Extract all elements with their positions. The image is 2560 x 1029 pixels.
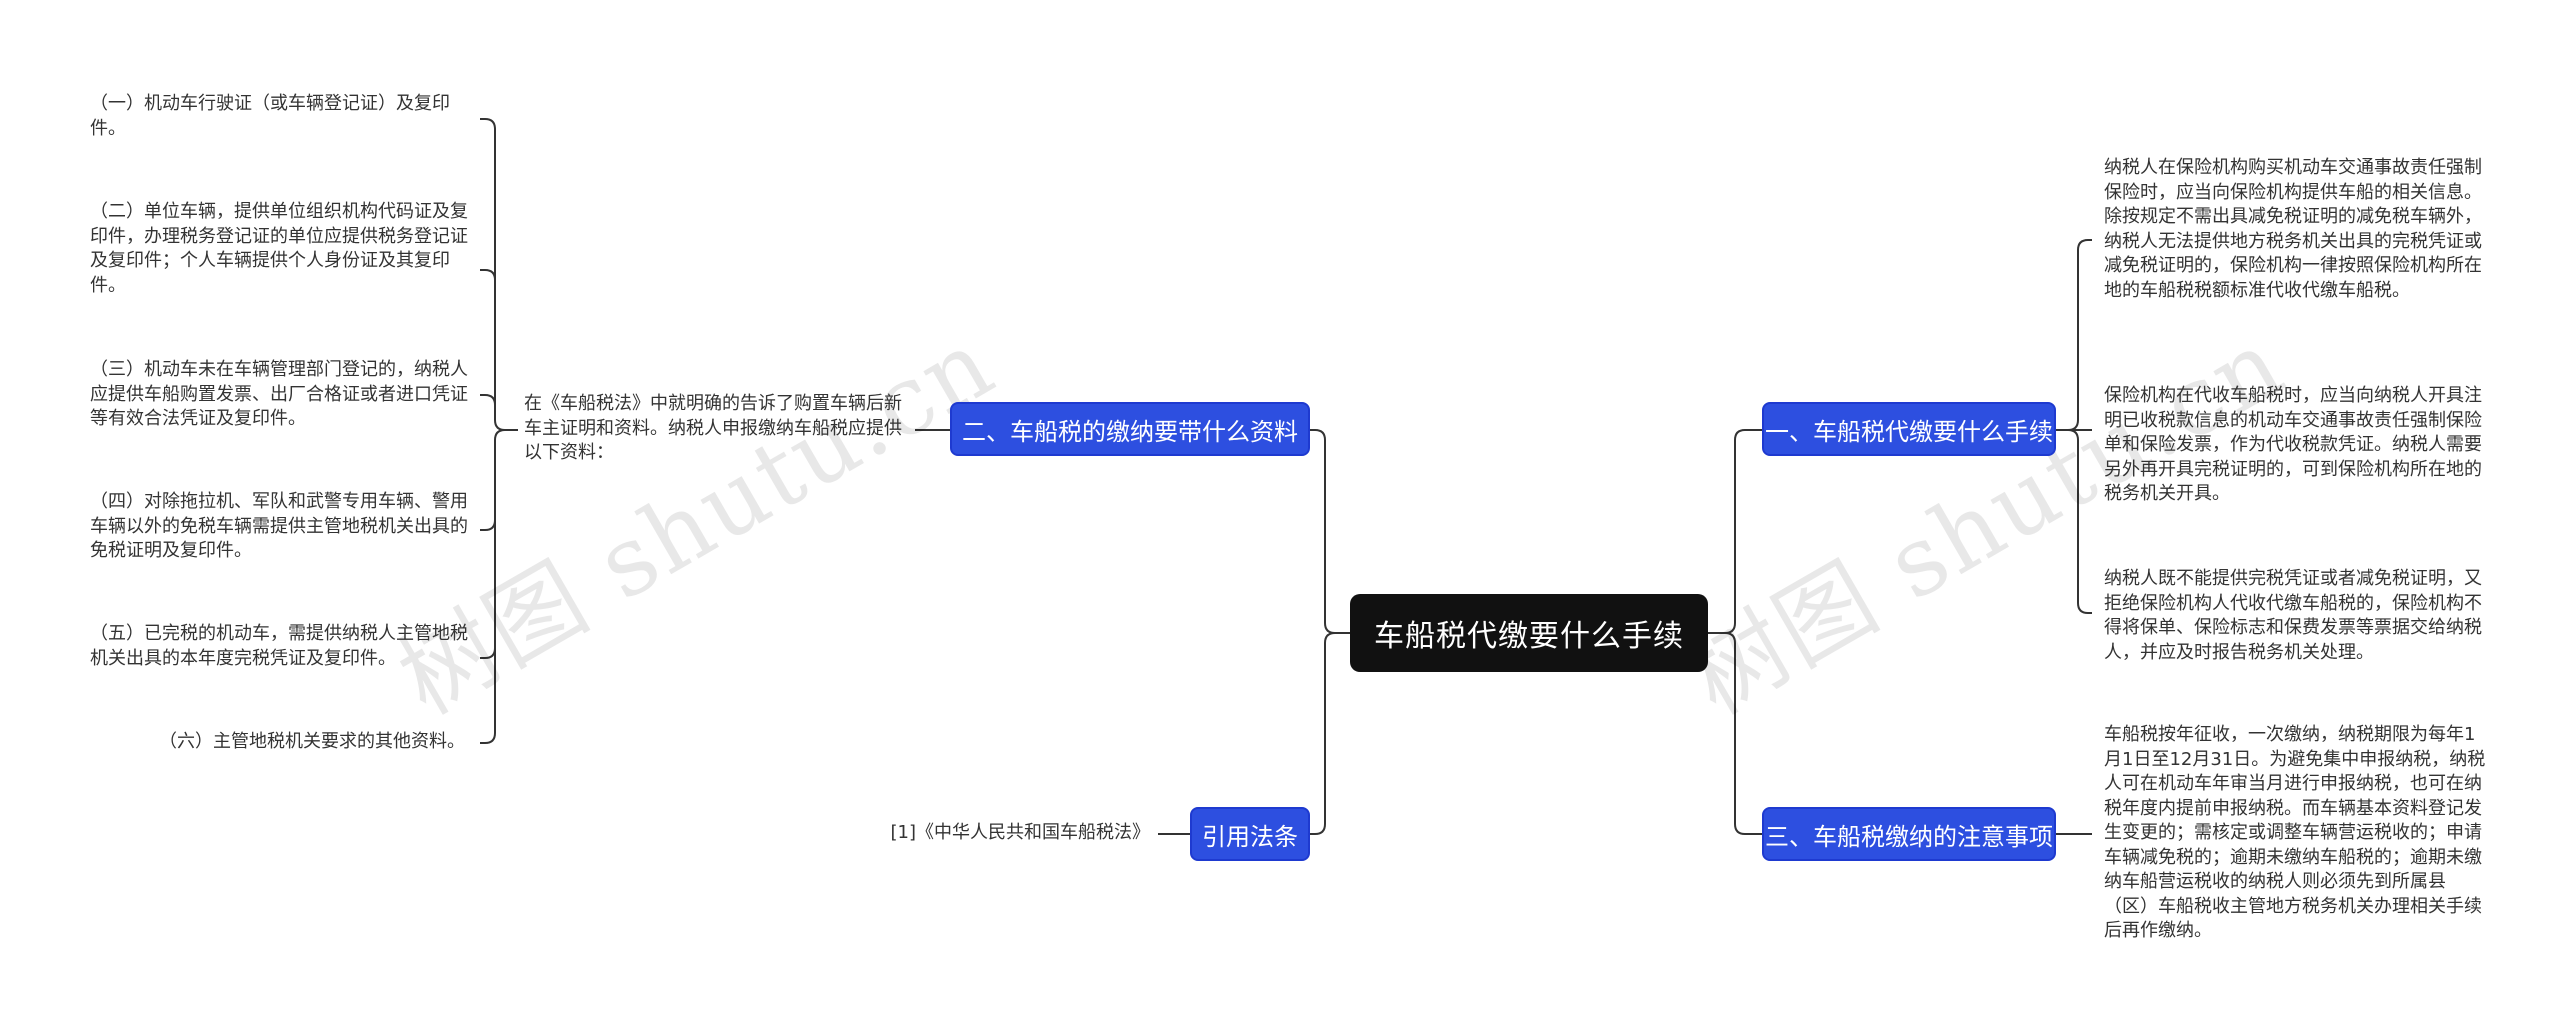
link-mid-leaf5 [480, 647, 496, 659]
leaf-b2-6: （六）主管地税机关要求的其他资料。 [159, 731, 465, 752]
link-b1-leaf1 [2056, 239, 2092, 431]
leaf-b1-1: 纳税人在保险机构购买机动车交通事故责任强制保险时，应当向保险机构提供车船的相关信… [2104, 157, 2482, 301]
link-central-b4 [1310, 632, 1350, 835]
leaf-b1-3: 纳税人既不能提供完税凭证或者减免税证明，又拒绝保险机构人代收代缴车船税的，保险机… [2104, 568, 2482, 663]
leaf-b2-1: （一）机动车行驶证（或车辆登记证）及复印件。 [90, 93, 450, 139]
branch-b2[interactable]: 二、车船税的缴纳要带什么资料 [950, 402, 1310, 456]
link-mid-leaf2 [480, 269, 496, 281]
leaf-b3-1: 车船税按年征收，一次缴纳，纳税期限为每年1月1日至12月31日。为避免集中申报纳… [2104, 724, 2486, 941]
link-central-b1 [1708, 429, 1762, 634]
leaf-b2-mid: 在《车船税法》中就明确的告诉了购置车辆后新车主证明和资料。纳税人申报缴纳车船税应… [524, 393, 902, 463]
branch-b4[interactable]: 引用法条 [1190, 807, 1310, 861]
leaf-b4-1: [1]《中华人民共和国车船税法》 [890, 822, 1151, 843]
leaf-b2-5: （五）已完税的机动车，需提供纳税人主管地税机关出具的本年度完税凭证及复印件。 [90, 623, 468, 669]
branch-b1[interactable]: 一、车船税代缴要什么手续 [1762, 402, 2056, 456]
link-mid-leaf3 [480, 394, 496, 406]
link-mid-leaf4b [480, 519, 496, 531]
branch-b3[interactable]: 三、车船税缴纳的注意事项 [1762, 807, 2056, 861]
leaf-b2-3: （三）机动车未在车辆管理部门登记的，纳税人应提供车船购置发票、出厂合格证或者进口… [90, 359, 468, 429]
link-central-b3 [1708, 632, 1762, 835]
leaf-b1-2: 保险机构在代收车船税时，应当向纳税人开具注明已收税款信息的机动车交通事故责任强制… [2104, 385, 2482, 504]
link-b1-leaf3 [2056, 429, 2092, 614]
link-mid-leaf4 [480, 429, 518, 744]
leaf-b2-4: （四）对除拖拉机、军队和武警专用车辆、警用车辆以外的免税车辆需提供主管地税机关出… [90, 491, 468, 561]
leaf-b2-2: （二）单位车辆，提供单位组织机构代码证及复印件，办理税务登记证的单位应提供税务登… [90, 201, 468, 296]
link-mid-leaves [480, 118, 518, 431]
link-central-b2 [1310, 429, 1350, 634]
central-topic[interactable]: 车船税代缴要什么手续 [1350, 594, 1708, 672]
